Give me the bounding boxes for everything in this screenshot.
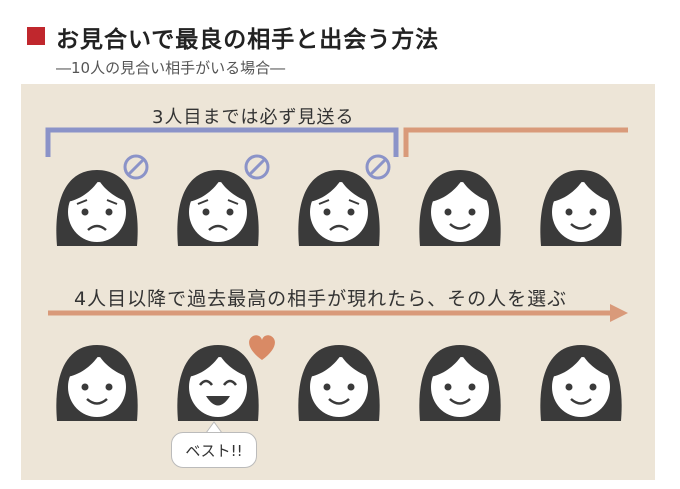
face-smiling xyxy=(298,345,380,421)
page-subtitle: ―10人の見合い相手がいる場合― xyxy=(56,59,286,77)
screening-bracket xyxy=(45,127,399,157)
face-smiling xyxy=(419,170,501,246)
face-worried xyxy=(56,170,138,246)
selection-bracket xyxy=(403,127,628,157)
selection-arrowhead xyxy=(610,304,628,322)
face-worried xyxy=(177,170,259,246)
best-speech-bubble: ベスト!! xyxy=(171,432,257,468)
prohibited-icon xyxy=(123,154,149,180)
prohibited-icon xyxy=(244,154,270,180)
face-smiling xyxy=(419,345,501,421)
screening-label: 3人目までは必ず見送る xyxy=(152,107,355,128)
page-title: お見合いで最良の相手と出会う方法 xyxy=(56,27,440,53)
face-smiling xyxy=(540,170,622,246)
face-smiling xyxy=(56,345,138,421)
best-bubble-text: ベスト!! xyxy=(185,441,243,460)
selection-label: 4人目以降で過去最高の相手が現れたら、その人を選ぶ xyxy=(74,288,568,310)
face-smiling xyxy=(540,345,622,421)
heart-icon xyxy=(249,335,275,360)
prohibited-icon xyxy=(365,154,391,180)
face-worried xyxy=(298,170,380,246)
face-overjoyed xyxy=(177,345,259,421)
title-marker xyxy=(27,27,45,45)
